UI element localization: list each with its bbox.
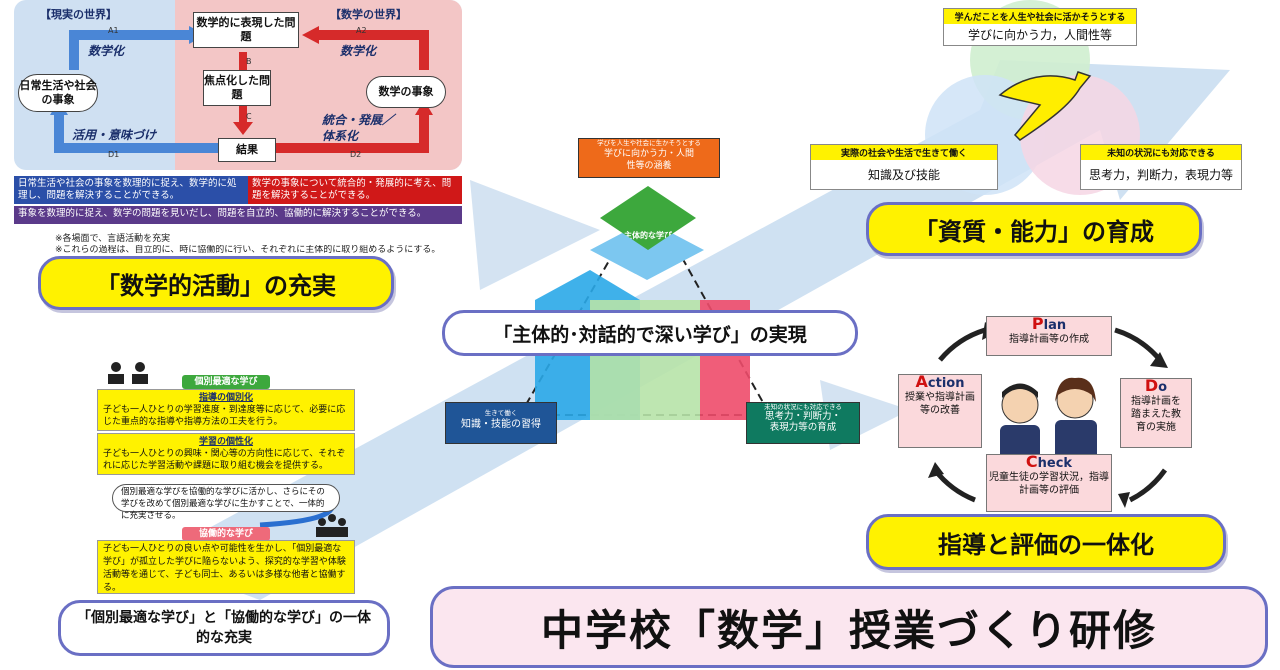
bird-icon bbox=[998, 71, 1092, 141]
check-body: 児童生徒の学習状況，指導計画等の評価 bbox=[989, 472, 1109, 496]
do-initial: D bbox=[1144, 376, 1159, 395]
note-2: ※これらの過程は、自立的に、時に協働的に行い、それぞれに主体的に取り組めるように… bbox=[55, 245, 441, 255]
pyramid-top-box: 学びを人生や社会に生かそうとする 学びに向かう力・人間性等の涵養 bbox=[578, 138, 720, 178]
venn-left-body: 知識及び技能 bbox=[867, 168, 940, 182]
cycle-arrow-3 bbox=[1128, 468, 1168, 503]
pyramid-left-box: 生きて働く 知識・技能の習得 bbox=[445, 402, 557, 444]
integrate-label: 統合・発展／体系化 bbox=[322, 113, 395, 143]
cycle-arrow-1 bbox=[938, 327, 986, 362]
do-body: 指導計画を踏まえた教育の実施 bbox=[1131, 396, 1181, 433]
a2-label: A2 bbox=[356, 26, 367, 35]
apply-label: 活用・意味づけ bbox=[72, 128, 157, 142]
focused-problem-box: 焦点化した問題 bbox=[203, 70, 271, 106]
pyramid-right-box: 未知の状況にも対応できる 思考力・判断力・表現力等の育成 bbox=[746, 402, 860, 444]
math-events-cloud: 数学の事象 bbox=[366, 76, 446, 108]
goal-bar-red: 数学の事象について統合的・発展的に考え、問題を解決することができる。 bbox=[248, 176, 462, 204]
pyramid-top-big: 学びに向かう力・人間性等の涵養 bbox=[603, 149, 694, 171]
left-arrow-shape bbox=[470, 180, 600, 290]
venn-right-head: 未知の状況にも対応できる bbox=[1081, 145, 1241, 160]
real-world-label: 【現実の世界】 bbox=[40, 8, 117, 21]
goal-bar-blue: 日常生活や社会の事象を数理的に捉え、数学的に処理し、問題を解決することができる。 bbox=[14, 176, 248, 204]
student-right-body bbox=[1055, 420, 1097, 460]
student-left-body bbox=[1000, 425, 1040, 460]
a1-label: A1 bbox=[108, 26, 119, 35]
result-box: 結果 bbox=[218, 138, 276, 162]
venn-left-head: 実際の社会や生活で生きて働く bbox=[811, 145, 997, 160]
note-1: ※各場面で、言語活動を充実 bbox=[55, 234, 171, 244]
pyramid-right-big: 思考力・判断力・表現力等の育成 bbox=[764, 411, 841, 433]
goal-bar-purple: 事象を数理的に捉え、数学の問題を見いだし、問題を自立的、協働的に解決することがで… bbox=[14, 206, 462, 224]
plan-box: Plan 指導計画等の作成 bbox=[986, 316, 1112, 356]
check-box: Check 児童生徒の学習状況，指導計画等の評価 bbox=[986, 454, 1112, 512]
b-label: B bbox=[246, 57, 252, 66]
assessment-pill: 指導と評価の一体化 bbox=[866, 514, 1226, 570]
mathematize-left-label: 数学化 bbox=[88, 44, 125, 58]
check-initial: C bbox=[1025, 452, 1038, 471]
pyramid-left-small: 生きて働く bbox=[484, 409, 518, 417]
individualized-title: 指導の個別化 bbox=[198, 393, 253, 403]
math-flow-arrows bbox=[50, 26, 433, 153]
venn-top-body: 学びに向かう力，人間性等 bbox=[967, 28, 1112, 42]
c-label: C bbox=[246, 112, 252, 121]
daily-events-cloud: 日常生活や社会の事象 bbox=[18, 74, 98, 112]
d1-label: D1 bbox=[108, 150, 120, 159]
mathematize-right-label: 数学化 bbox=[340, 44, 377, 58]
action-body: 授業や指導計画等の改善 bbox=[905, 392, 975, 416]
action-initial: A bbox=[915, 372, 928, 391]
venn-right-label: 未知の状況にも対応できる 思考力，判断力，表現力等 bbox=[1080, 144, 1242, 190]
pyramid-diamond-label: 主体的な学び bbox=[624, 231, 672, 240]
pyramid-left-big: 知識・技能の習得 bbox=[461, 419, 541, 430]
individualized-box: 指導の個別化 子ども一人ひとりの学習進度・到達度等に応じて、必要に応じた重点的な… bbox=[97, 389, 355, 431]
check-rest: heck bbox=[1037, 456, 1073, 471]
integration-text: 個別最適な学びを協働的な学びに活かし、さらにその学びを改めて個別最適な学びに生か… bbox=[112, 484, 340, 521]
competencies-pill: 「資質・能力」の育成 bbox=[866, 202, 1202, 256]
individualized-body: 子ども一人ひとりの学習進度・到達度等に応じて、必要に応じた重点的な指導や指導方法… bbox=[103, 405, 346, 427]
plan-rest: lan bbox=[1043, 318, 1067, 333]
pyramid-right-small: 未知の状況にも対応できる bbox=[764, 403, 842, 411]
math-world-label: 【数学の世界】 bbox=[330, 8, 407, 21]
venn-top-label: 学んだことを人生や社会に活かそうとする 学びに向かう力，人間性等 bbox=[943, 8, 1137, 46]
collaborative-box: 子ども一人ひとりの良い点や可能性を生かし、「個別最適な学び」が孤立した学びに陥ら… bbox=[97, 540, 355, 594]
pyramid-top-small: 学びを人生や社会に生かそうとする bbox=[597, 139, 701, 147]
personalized-title: 学習の個性化 bbox=[198, 437, 253, 447]
collaborative-tag: 協働的な学び bbox=[182, 527, 270, 541]
personalized-body: 子ども一人ひとりの興味・関心等の方向性に応じて、それぞれに応じた学習活動や課題に… bbox=[103, 449, 346, 471]
d2-label: D2 bbox=[350, 150, 362, 159]
main-title: 中学校「数学」授業づくり研修 bbox=[430, 586, 1268, 668]
venn-top-head: 学んだことを人生や社会に活かそうとする bbox=[944, 9, 1136, 24]
individual-tag: 個別最適な学び bbox=[182, 375, 270, 389]
individual-collab-pill: 「個別最適な学び」と「協働的な学び」の一体的な充実 bbox=[58, 600, 390, 656]
venn-right-body: 思考力，判断力，表現力等 bbox=[1088, 168, 1233, 182]
action-box: Action 授業や指導計画等の改善 bbox=[898, 374, 982, 448]
personalized-box: 学習の個性化 子ども一人ひとりの興味・関心等の方向性に応じて、それぞれに応じた学… bbox=[97, 433, 355, 475]
math-activity-pill: 「数学的活動」の充実 bbox=[38, 256, 394, 310]
do-box: Do 指導計画を踏まえた教育の実施 bbox=[1120, 378, 1192, 448]
math-problem-box: 数学的に表現した問題 bbox=[193, 12, 299, 48]
cycle-arrow-2 bbox=[1114, 327, 1162, 362]
cube-top-face bbox=[590, 220, 704, 280]
deep-learning-pill: 「主体的･対話的で深い学び」の実現 bbox=[442, 310, 858, 356]
plan-initial: P bbox=[1031, 314, 1044, 333]
action-rest: ction bbox=[927, 376, 965, 391]
venn-left-label: 実際の社会や生活で生きて働く 知識及び技能 bbox=[810, 144, 998, 190]
plan-body: 指導計画等の作成 bbox=[1009, 334, 1089, 345]
do-rest: o bbox=[1158, 380, 1168, 395]
